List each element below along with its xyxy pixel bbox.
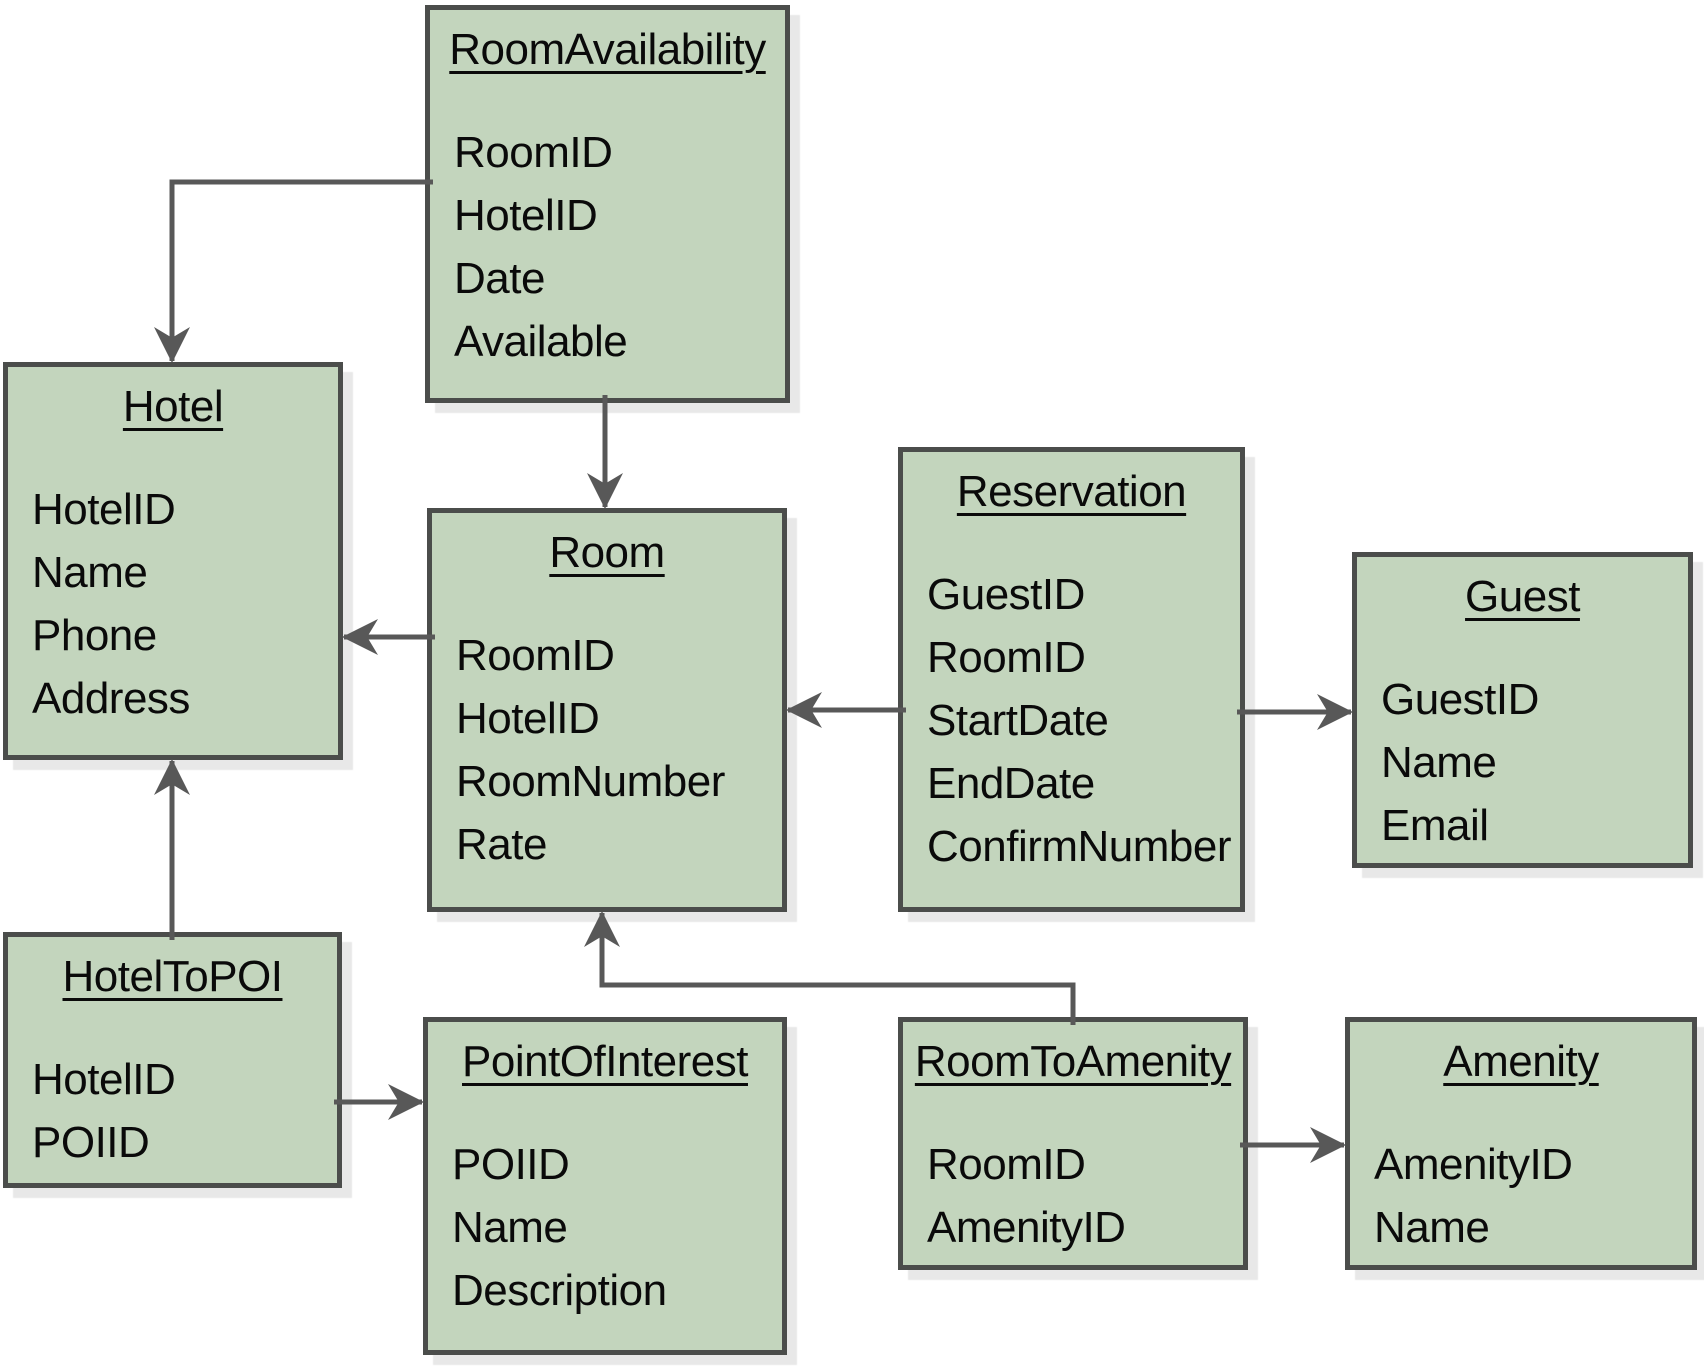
entity-fields: RoomID AmenityID bbox=[903, 1133, 1243, 1259]
entity-field: Description bbox=[452, 1266, 667, 1315]
entity-field: AmenityID bbox=[927, 1203, 1126, 1252]
entity-title: Guest bbox=[1465, 572, 1580, 621]
entity-field: Rate bbox=[456, 820, 547, 869]
entity-field: HotelID bbox=[32, 485, 176, 534]
entity-field: HotelID bbox=[32, 1055, 176, 1104]
entity-field: AmenityID bbox=[1374, 1140, 1573, 1189]
entity-field: HotelID bbox=[456, 694, 600, 743]
entity-field: GuestID bbox=[1381, 675, 1539, 724]
entity-fields: HotelID POIID bbox=[8, 1048, 337, 1174]
entity-field: Name bbox=[452, 1203, 568, 1252]
entity-field: RoomNumber bbox=[456, 757, 725, 806]
entity-field: POIID bbox=[32, 1118, 150, 1167]
entity-fields: AmenityID Name bbox=[1350, 1133, 1692, 1259]
entity-field: ConfirmNumber bbox=[927, 822, 1232, 871]
entity-field: RoomID bbox=[927, 633, 1086, 682]
entity-field: GuestID bbox=[927, 570, 1085, 619]
entity-field: Email bbox=[1381, 801, 1489, 850]
connector-roomtoamenity-room bbox=[584, 911, 1076, 1025]
entity-field: Available bbox=[454, 317, 628, 366]
entity-field: RoomID bbox=[454, 128, 613, 177]
entity-amenity: Amenity AmenityID Name bbox=[1345, 1017, 1697, 1270]
entity-field: Phone bbox=[32, 611, 157, 660]
entity-title: Amenity bbox=[1443, 1037, 1599, 1086]
entity-field: POIID bbox=[452, 1140, 570, 1189]
entity-title: Room bbox=[549, 528, 665, 577]
entity-field: EndDate bbox=[927, 759, 1095, 808]
entity-title: RoomAvailability bbox=[449, 25, 766, 74]
entity-field: Address bbox=[32, 674, 190, 723]
entity-title: PointOfInterest bbox=[462, 1037, 748, 1086]
entity-title: RoomToAmenity bbox=[914, 1037, 1232, 1086]
connector-roomavailability-hotel bbox=[154, 179, 433, 363]
entity-room-to-amenity: RoomToAmenity RoomID AmenityID bbox=[898, 1017, 1248, 1270]
entity-field: RoomID bbox=[456, 631, 615, 680]
entity-field: Name bbox=[32, 548, 148, 597]
entity-hotel-to-poi: HotelToPOI HotelID POIID bbox=[3, 932, 342, 1188]
entity-field: Date bbox=[454, 254, 545, 303]
entity-title: HotelToPOI bbox=[62, 952, 283, 1001]
entity-field: HotelID bbox=[454, 191, 598, 240]
entity-field: RoomID bbox=[927, 1140, 1086, 1189]
entity-field: Name bbox=[1374, 1203, 1490, 1252]
entity-field: StartDate bbox=[927, 696, 1109, 745]
entity-field: Name bbox=[1381, 738, 1497, 787]
entity-title: Reservation bbox=[956, 467, 1187, 516]
entity-title: Hotel bbox=[122, 382, 224, 431]
